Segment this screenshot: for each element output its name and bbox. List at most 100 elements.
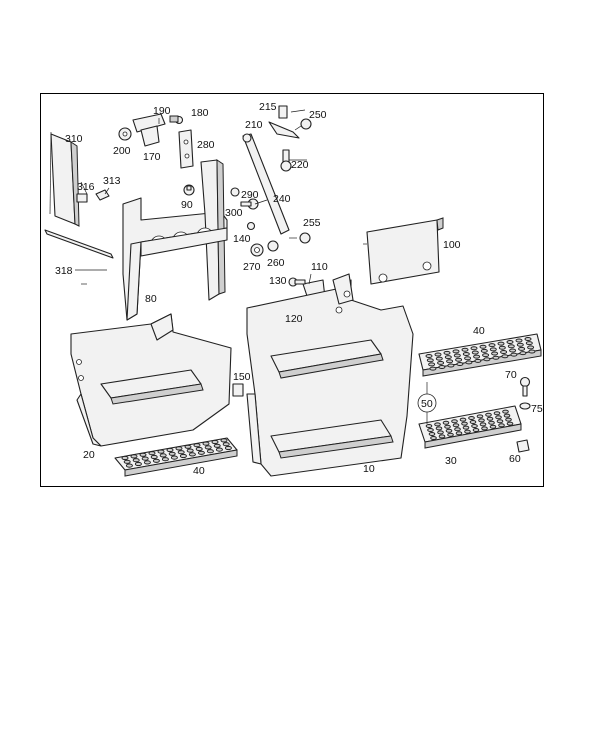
tread-hole	[134, 461, 142, 467]
label-260: 260	[267, 257, 285, 269]
label-80: 80	[145, 293, 157, 305]
part-70-bolt	[519, 376, 531, 397]
tread-hole	[498, 423, 505, 428]
tread-hole	[478, 418, 485, 423]
tread-hole	[152, 458, 160, 463]
part-50-callout	[417, 382, 437, 424]
tread-hole	[509, 348, 517, 353]
tread-hole	[486, 416, 494, 421]
label-180: 180	[191, 107, 209, 119]
part-220-bolt	[280, 149, 292, 172]
label-190: 190	[153, 105, 171, 117]
tread-hole	[453, 353, 461, 358]
tread-hole	[459, 417, 467, 422]
tread-hole	[528, 349, 536, 354]
tread-hole	[519, 351, 527, 356]
tread-hole	[425, 424, 433, 428]
label-170: 170	[143, 151, 161, 163]
part-316-clip	[76, 193, 88, 203]
tread-hole	[451, 419, 458, 424]
label-20: 20	[83, 449, 95, 461]
tread-hole	[492, 355, 500, 360]
label-240: 240	[273, 193, 291, 205]
part-250-bolt	[294, 118, 312, 131]
tread-hole	[446, 359, 454, 364]
label-200: 200	[113, 145, 131, 157]
tread-hole	[488, 420, 495, 425]
leader-lines	[80, 109, 367, 285]
part-318-strip	[44, 229, 114, 285]
label-130: 130	[269, 275, 287, 287]
tread-hole	[461, 347, 469, 352]
tread-hole	[496, 419, 504, 424]
tread-hole	[510, 352, 518, 357]
tread-hole	[445, 428, 453, 433]
tread-hole	[434, 422, 441, 427]
tread-hole	[456, 361, 464, 366]
tread-hole	[470, 346, 478, 351]
tread-hole	[184, 444, 192, 449]
tread-hole	[479, 344, 487, 349]
tread-hole	[472, 428, 480, 432]
tread-hole	[170, 455, 178, 460]
tread-hole	[507, 344, 515, 349]
part-30-tread-lower-right	[418, 405, 522, 449]
label-10: 10	[363, 463, 375, 475]
tread-hole	[500, 350, 508, 354]
part-190-180-hardware	[132, 113, 184, 133]
label-310: 310	[65, 133, 83, 145]
label-210: 210	[245, 119, 263, 131]
tread-hole	[438, 434, 446, 439]
part-140-nut	[246, 221, 256, 231]
tread-hole	[425, 354, 433, 358]
part-200-nut	[118, 127, 132, 141]
tread-hole	[166, 447, 174, 453]
label-313: 313	[103, 175, 121, 187]
tread-hole	[474, 358, 482, 363]
callout-labels: 310 316 313 318 190 180 200 170 280 90 8…	[55, 101, 543, 477]
part-20-left-step	[70, 313, 232, 447]
part-90-bolt	[183, 184, 195, 196]
tread-hole	[515, 338, 523, 343]
part-300-bolt	[240, 198, 259, 210]
tread-hole	[123, 459, 131, 464]
label-100: 100	[443, 239, 461, 251]
label-140: 140	[233, 233, 251, 245]
label-290: 290	[241, 189, 259, 201]
tread-left-holes	[121, 438, 232, 468]
tread-hole	[197, 450, 205, 455]
tread-hole	[481, 426, 488, 431]
tread-hole	[213, 443, 221, 448]
tread-hole	[516, 342, 524, 347]
tread-hole	[186, 448, 194, 453]
tread-hole	[141, 456, 149, 461]
label-60: 60	[509, 453, 521, 465]
label-120: 120	[285, 313, 303, 325]
diagram-frame: 310 316 313 318 190 180 200 170 280 90 8…	[40, 93, 544, 487]
part-100-cover-plate	[366, 217, 444, 285]
tread-hole	[488, 343, 496, 348]
tread-hole	[159, 453, 167, 458]
tread-hole	[469, 420, 477, 424]
label-30: 30	[445, 455, 457, 467]
part-270-nut	[250, 243, 264, 257]
part-215-spacer	[278, 105, 288, 119]
exploded-parts-diagram: 310 316 313 318 190 180 200 170 280 90 8…	[44, 101, 543, 477]
label-220: 220	[291, 159, 309, 171]
part-255-bolt	[289, 232, 311, 244]
tread-hole	[471, 350, 479, 355]
tread-hole	[193, 443, 201, 448]
part-210-bracket	[268, 121, 300, 139]
tread-hole	[502, 409, 509, 414]
tread-hole	[188, 452, 196, 457]
tread-hole	[157, 449, 165, 454]
part-75-washer	[519, 402, 531, 410]
tread-hole	[426, 358, 434, 363]
tread-hole	[452, 349, 460, 354]
tread-hole	[132, 458, 140, 463]
part-130-bolt	[288, 277, 306, 287]
part-10-main-step	[246, 273, 414, 477]
tread-hole	[506, 421, 514, 426]
tread-hole	[125, 463, 133, 468]
tread-hole	[505, 417, 512, 422]
